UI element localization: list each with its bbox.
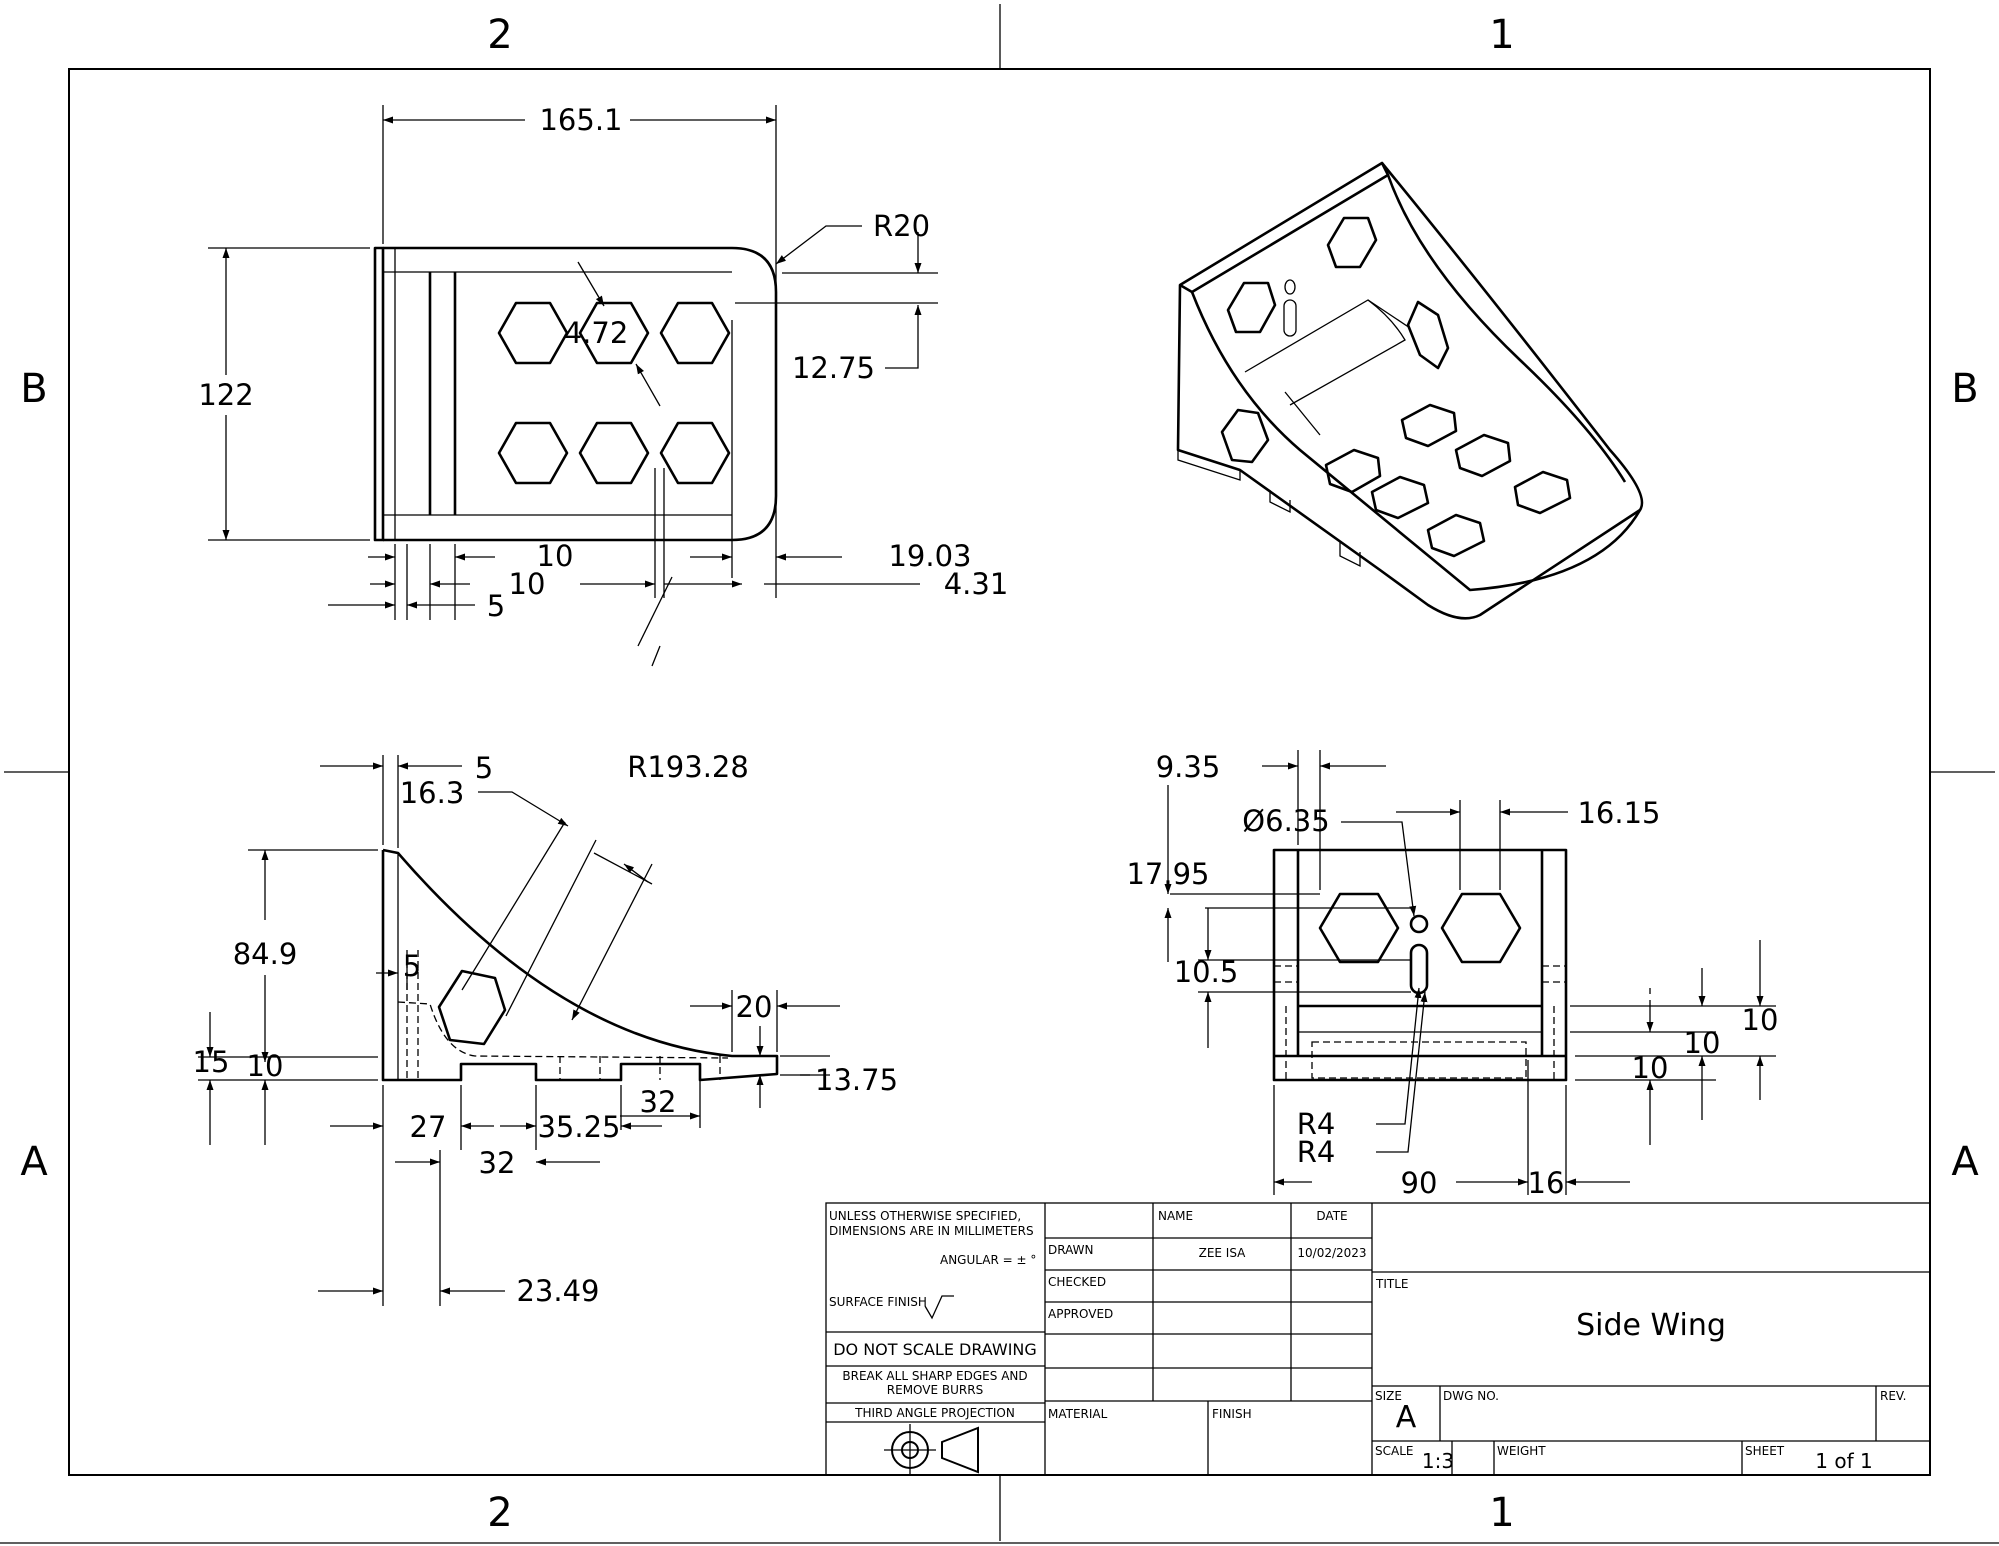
zone-row-left-a: A [20,1139,48,1185]
front-view-dimension-lines [1164,750,1776,1195]
tb-size: A [1396,1400,1417,1435]
zone-col-bottom-1: 1 [1489,1490,1514,1536]
dim-base-height: 15 [193,1045,230,1079]
dim-slot-height: 10.5 [1174,955,1239,989]
dim-slot-radius-a: R4 [1297,1107,1336,1141]
dim-top-height: 122 [198,378,253,412]
isometric-view [1176,161,1644,620]
tb-surface-finish: SURFACE FINISH [829,1295,927,1309]
dim-wall-thickness: 5 [475,751,493,785]
dim-hole-height: 17.95 [1126,857,1209,891]
drawing-title: Side Wing [1576,1308,1726,1343]
tb-break-edges-line2: REMOVE BURRS [887,1383,983,1397]
dim-layer-c: 10 [1632,1051,1669,1085]
tb-drawn-label: DRAWN [1048,1243,1094,1257]
dim-front-width: 90 [1401,1166,1438,1200]
dim-arc-radius: R193.28 [627,750,749,784]
dim-hex-across: 4.72 [564,316,629,350]
tb-note-units-line1: UNLESS OTHERWISE SPECIFIED, [829,1209,1021,1223]
dim-hole-diameter: Ø6.35 [1242,804,1329,838]
dim-offset-a: 10 [537,539,574,573]
tb-size-label: SIZE [1375,1389,1402,1403]
dim-chamfer: 16.3 [400,776,465,810]
zone-col-bottom-2: 2 [487,1490,512,1536]
third-angle-projection-icon [884,1424,979,1476]
dim-layer-b: 10 [1684,1026,1721,1060]
tb-checked-label: CHECKED [1048,1275,1106,1289]
tb-rev-label: REV. [1880,1389,1906,1403]
tb-dwg-no-label: DWG NO. [1443,1389,1499,1403]
top-view-geometry [373,246,778,542]
tb-note-units-line2: DIMENSIONS ARE IN MILLIMETERS [829,1224,1034,1238]
tb-col-name: NAME [1158,1209,1193,1223]
tb-material-label: MATERIAL [1048,1407,1108,1421]
surface-finish-symbol-icon [924,1295,954,1320]
tb-sheet-label: SHEET [1745,1444,1785,1458]
tb-projection: THIRD ANGLE PROJECTION [854,1406,1015,1420]
tb-finish-label: FINISH [1212,1407,1252,1421]
zone-col-top-1: 1 [1489,12,1514,58]
tb-scale-label: SCALE [1375,1444,1413,1458]
dim-front-wall: 9.35 [1156,750,1221,784]
dim-foot-width-b: 32 [479,1146,516,1180]
dim-foot-offset: 27 [410,1110,447,1144]
front-view-geometry [1272,848,1568,1082]
zone-row-left-b: B [20,366,47,412]
dim-hex-spacing: 16.15 [1577,796,1660,830]
tb-drawn-date: 10/02/2023 [1297,1246,1366,1260]
dim-overall-width: 165.1 [539,103,622,137]
dim-hole-offset: 5 [403,949,421,983]
tb-weight-label: WEIGHT [1497,1444,1546,1458]
side-view-dimension-lines [198,576,840,1306]
tb-angular: ANGULAR = ± ° [940,1253,1036,1267]
tb-col-date: DATE [1316,1209,1347,1223]
tb-title-label: TITLE [1375,1277,1408,1291]
zone-row-right-a: A [1951,1139,1979,1185]
dim-corner-radius: R20 [873,209,930,243]
dim-offset-b: 10 [509,567,546,601]
dim-front-offset: 23.49 [516,1274,599,1308]
tb-approved-label: APPROVED [1048,1307,1113,1321]
dim-front-right-offset: 16 [1528,1166,1565,1200]
zone-row-right-b: B [1951,366,1978,412]
top-view-dimension-lines [208,105,938,620]
dim-offset-c: 5 [487,589,505,623]
dim-base-top: 10 [247,1049,284,1083]
title-block-grid [825,1202,1931,1476]
tb-break-edges-line1: BREAK ALL SHARP EDGES AND [842,1369,1027,1383]
tb-scale: 1:3 [1422,1449,1454,1473]
dim-right-offset: 19.03 [888,539,971,573]
dim-slot-radius-b: R4 [1297,1135,1336,1169]
tb-sheet: 1 of 1 [1815,1449,1872,1473]
dim-right-gap: 4.31 [944,567,1009,601]
tb-do-not-scale: DO NOT SCALE DRAWING [833,1340,1037,1359]
dim-tip-length: 20 [736,990,773,1024]
side-view-geometry [381,848,779,1082]
tb-drawn-name: ZEE ISA [1199,1246,1247,1260]
dim-tip-height: 13.75 [815,1063,898,1097]
zone-col-top-2: 2 [487,12,512,58]
dim-foot-width: 32 [640,1085,677,1119]
dim-vertical-offset: 12.75 [792,351,875,385]
dim-side-height: 84.9 [233,937,298,971]
dim-foot-spacing: 35.25 [537,1110,620,1144]
dim-layer-a: 10 [1742,1003,1779,1037]
